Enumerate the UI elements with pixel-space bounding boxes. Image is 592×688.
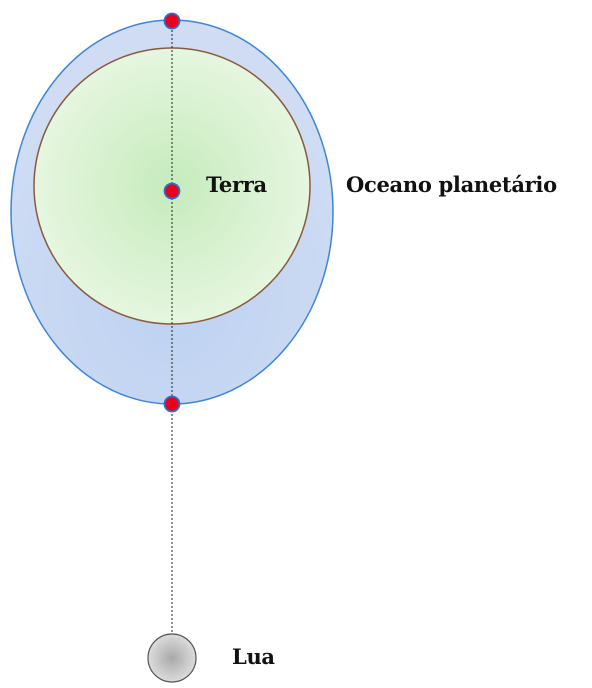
- bottom-bulge-marker: [163, 395, 181, 413]
- top-bulge-marker: [163, 12, 181, 30]
- moon-label: Lua: [232, 644, 275, 669]
- earth-center-marker: [163, 182, 181, 200]
- ocean-label: Oceano planetário: [346, 172, 557, 197]
- moon-body: [147, 633, 197, 683]
- earth-label: Terra: [206, 172, 267, 197]
